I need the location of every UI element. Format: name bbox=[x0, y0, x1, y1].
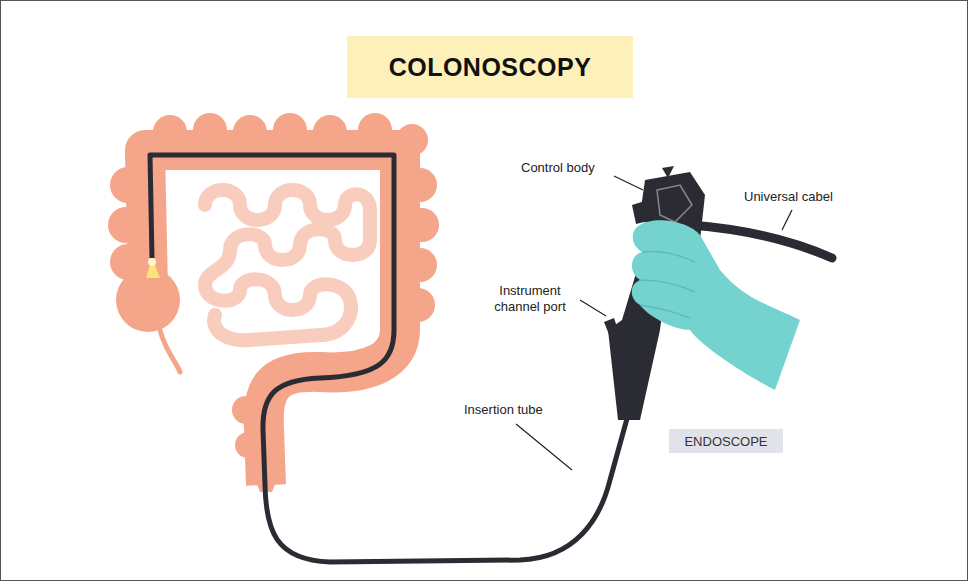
part-label: Universal cabel bbox=[744, 189, 833, 205]
finger-lines bbox=[640, 252, 695, 318]
leader-lines bbox=[516, 176, 792, 470]
small-intestine bbox=[205, 190, 370, 340]
appendix bbox=[160, 330, 180, 372]
caption-box: ENDOSCOPE bbox=[669, 429, 783, 453]
scope-in-colon bbox=[150, 155, 394, 485]
glove-hand bbox=[632, 220, 800, 390]
diagram-title: COLONOSCOPY bbox=[389, 53, 592, 82]
part-label: Insertion tube bbox=[464, 402, 543, 418]
part-label: Control body bbox=[521, 160, 595, 176]
part-label: Instrument channel port bbox=[480, 283, 580, 315]
scope-light bbox=[146, 258, 160, 278]
scope-tip bbox=[148, 258, 156, 266]
large-intestine bbox=[108, 113, 439, 492]
universal-cable bbox=[690, 225, 832, 258]
box-label: ENDOSCOPE bbox=[684, 434, 767, 449]
insertion-tube bbox=[265, 415, 628, 562]
title-box: COLONOSCOPY bbox=[347, 36, 633, 98]
